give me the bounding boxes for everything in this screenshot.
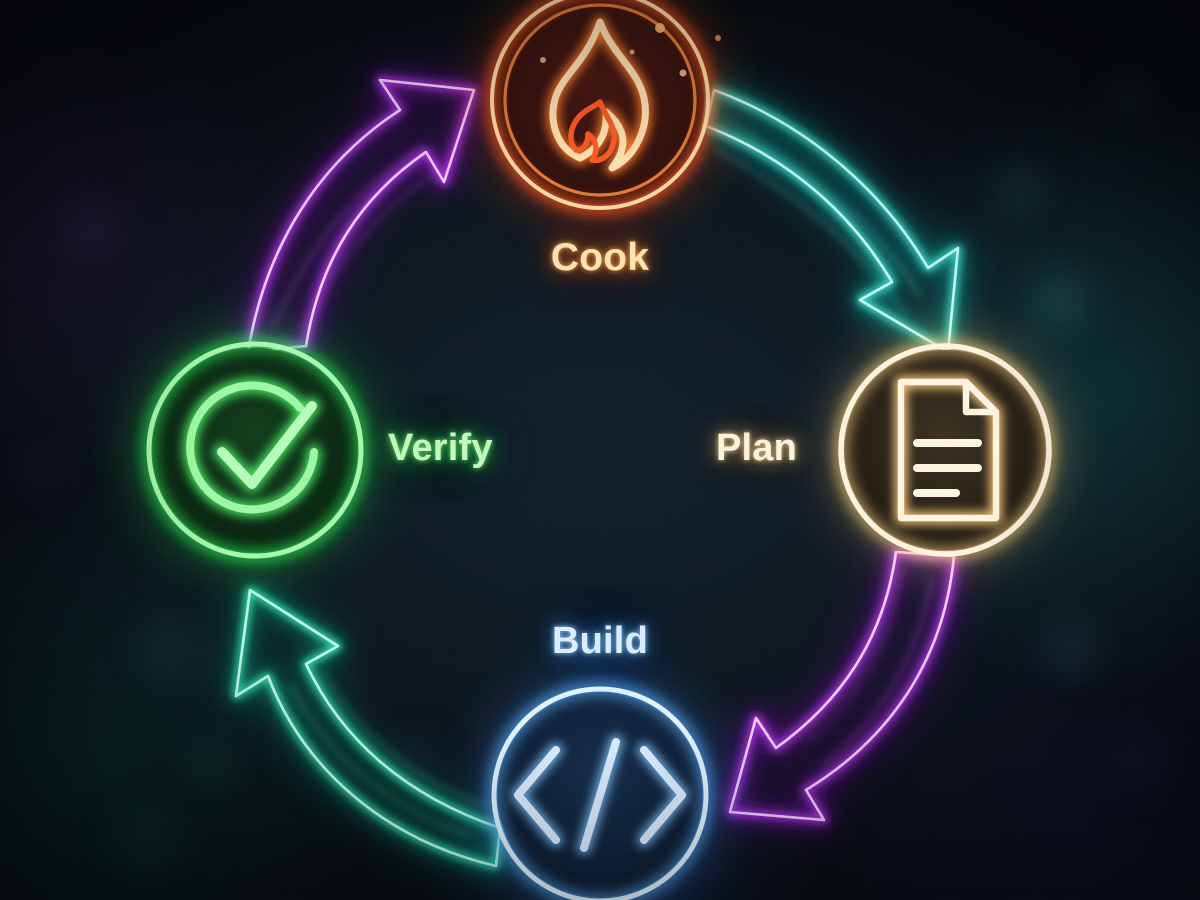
film-grain-overlay [0,0,1200,900]
vignette-overlay [0,0,1200,900]
diagram-canvas: Cook Plan Build Verify [0,0,1200,900]
